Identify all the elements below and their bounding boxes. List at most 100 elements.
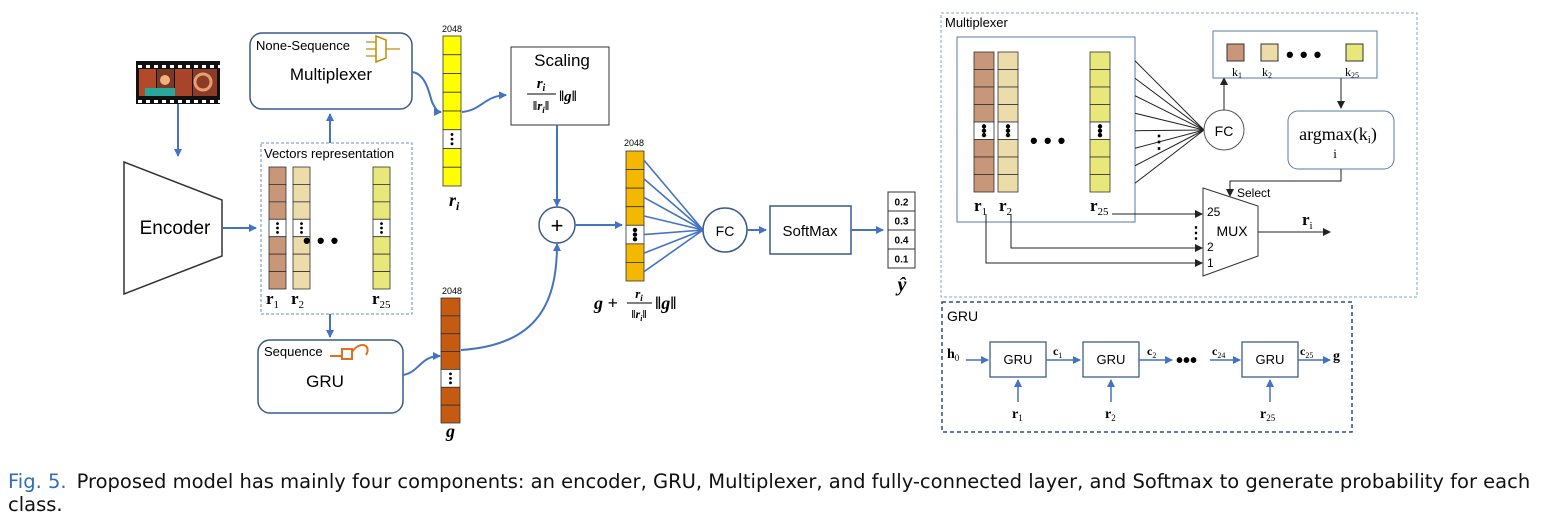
mux-input-2: 2: [1207, 240, 1214, 254]
gru-ellipsis: •••: [1176, 350, 1197, 372]
multiplexer-panel: Multiplexer • • • r1 r2 r25 ⋮ FC • • • k…: [940, 12, 1418, 298]
argmax-label: argmax(ki): [1299, 124, 1377, 146]
mux-input-1: 1: [1207, 256, 1214, 270]
gru-input-r2: r2: [1105, 407, 1116, 423]
fc-connection: [643, 229, 704, 273]
mux-r2-label: r2: [999, 196, 1012, 218]
vector-columns: [268, 166, 391, 290]
prob-value: 0.1: [895, 255, 909, 266]
mux-fc-connection: [1134, 77, 1205, 131]
vector-r2: [292, 166, 311, 290]
fc-connection: [643, 159, 704, 231]
mux-r25-label: r25: [1090, 196, 1109, 218]
softmax-label: SoftMax: [782, 223, 838, 240]
prob-value: 0.3: [895, 217, 909, 228]
ellipsis: • • •: [303, 228, 338, 253]
add-operator: +: [538, 206, 576, 244]
non-sequence-tag: None-Sequence: [256, 38, 350, 53]
gru-panel: GRU h0 GRU c1 GRU c2 ••• c24 GRU c25 g r…: [941, 301, 1353, 433]
sequence-tag: Sequence: [264, 344, 323, 359]
multiplexer-panel-title: Multiplexer: [945, 15, 1009, 30]
c24-label: c24: [1212, 344, 1225, 360]
encoder-label: Encoder: [140, 218, 211, 239]
mux-fc-connection: [1134, 60, 1205, 131]
fc-layer: FC: [702, 207, 748, 253]
loop-arrow-icon: [330, 344, 369, 360]
gru-block: Sequence GRU: [257, 339, 404, 414]
g-dimension: 2048: [442, 286, 462, 296]
scaling-block: Scaling ri ‖ri‖ ‖g‖: [510, 46, 610, 126]
c2-label: c2: [1147, 344, 1156, 360]
argmax-index: i: [1333, 146, 1337, 161]
scaling-title: Scaling: [534, 51, 590, 70]
plus-symbol: +: [551, 213, 564, 238]
encoder-block: Encoder: [123, 160, 223, 296]
caption-text: Proposed model has mainly four component…: [8, 470, 1531, 516]
gru-input-r1: r1: [1012, 407, 1023, 423]
g-cells: [440, 297, 461, 424]
k1-label: k1: [1232, 65, 1242, 80]
svg-text:GRU: GRU: [1256, 352, 1285, 367]
prob-value: 0.4: [895, 236, 909, 247]
r2-label: r2: [291, 289, 304, 311]
c1-label: c1: [1053, 344, 1062, 360]
mux-vector-columns: [973, 51, 1111, 193]
ri-label: ri: [449, 190, 460, 213]
fc-connections: [643, 159, 704, 273]
mux-fc-connection: [1134, 129, 1205, 167]
vector-r1: [268, 166, 287, 290]
gru-panel-title: GRU: [947, 308, 978, 324]
scaling-norm: ‖g‖: [559, 89, 577, 105]
vectors-title: Vectors representation: [264, 146, 394, 161]
mux-ellipsis: • • •: [1030, 128, 1065, 153]
ri-dimension: 2048: [442, 24, 462, 34]
fc-connection: [643, 229, 704, 254]
mux-label: MUX: [1216, 223, 1248, 239]
c25-label: c25: [1300, 344, 1313, 360]
k1-cell: [1226, 43, 1245, 62]
k-ellipsis: • • •: [1286, 42, 1321, 67]
mux-r1-label: r1: [974, 196, 987, 218]
k2-label: k2: [1262, 65, 1272, 80]
mux-vector-r2: [997, 51, 1019, 193]
select-label: Select: [1237, 186, 1271, 200]
sum-dimension: 2048: [624, 138, 644, 148]
output-probabilities: 0.2 0.3 0.4 0.1 ŷ: [887, 191, 916, 296]
video-frames-icon: [136, 61, 220, 104]
vectors-representation-box: Vectors representation • • • r1 r2 r25: [260, 142, 413, 315]
mux-fc-label: FC: [1215, 123, 1234, 139]
softmax-block: SoftMax: [769, 205, 852, 255]
k25-cell: [1345, 43, 1364, 62]
mux-output-label: ri: [1302, 210, 1313, 232]
scaling-numerator: ri: [537, 76, 546, 94]
fc-connection: [643, 196, 704, 231]
gru-cell-25: [1241, 341, 1299, 378]
mux-fc-connection: [1134, 129, 1205, 184]
gru-label: GRU: [306, 372, 344, 391]
gru-cell-1: [989, 341, 1047, 378]
mux-vector-r1: [973, 51, 995, 193]
gru-output-g: g: [1333, 349, 1340, 364]
svg-text:ri: ri: [635, 286, 643, 303]
sum-vector: 2048: [624, 138, 645, 282]
mux-fc-connection: [1134, 129, 1205, 132]
figure-caption: Fig. 5.Proposed model has mainly four co…: [8, 470, 1544, 516]
mux-symbol-icon: [366, 34, 400, 64]
mux-vector-r25: [1089, 51, 1111, 193]
mux-input-25: 25: [1207, 205, 1221, 219]
svg-text:GRU: GRU: [1004, 352, 1033, 367]
svg-text:‖g‖: ‖g‖: [655, 293, 676, 313]
prob-cell: [887, 248, 916, 269]
gru-input-r25: r25: [1260, 407, 1276, 423]
r25-label: r25: [372, 289, 391, 311]
fc-connection: [643, 178, 704, 231]
mux-fc-connections: [1134, 60, 1205, 184]
y-hat-label: ŷ: [896, 274, 907, 296]
sum-cells: [625, 150, 645, 282]
svg-text:GRU: GRU: [1097, 352, 1126, 367]
figure-label: Fig. 5.: [8, 470, 67, 493]
ri-cells: [442, 35, 462, 187]
g-label: g: [445, 421, 455, 441]
prob-value: 0.2: [895, 198, 909, 209]
svg-text:g +: g +: [593, 293, 618, 313]
